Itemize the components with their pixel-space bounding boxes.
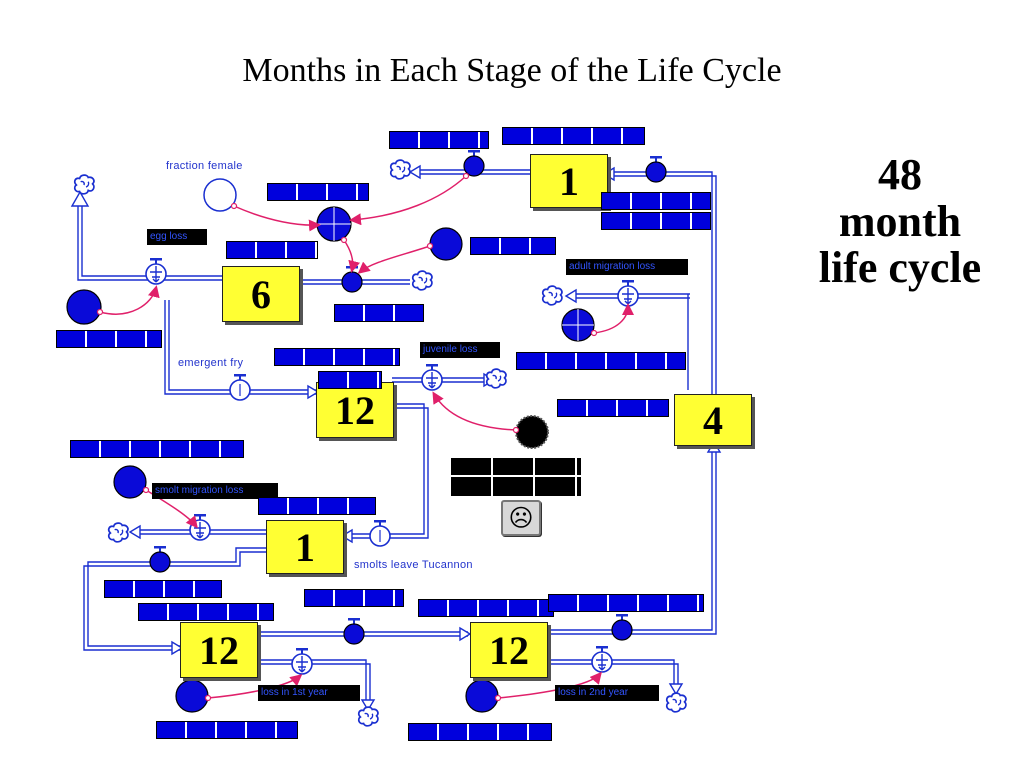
egg-survival-converter[interactable]: [429, 227, 463, 261]
display-bar: [601, 192, 711, 210]
display-bar: [502, 127, 645, 145]
cloud-adult-loss-icon: [541, 285, 563, 306]
display-bar: [557, 399, 669, 417]
display-bar: [304, 589, 404, 607]
stock-fry-months: 12: [335, 387, 375, 433]
juvenile-loss-rate-converter[interactable]: [515, 415, 549, 449]
cloud-spawn-icon: [389, 159, 411, 180]
label-smolts-leave-tucannon: smolts leave Tucannon: [354, 559, 473, 571]
display-bar: [104, 580, 222, 598]
display-bar: [274, 348, 400, 366]
valve-ocean-transfer-icon[interactable]: [343, 618, 365, 645]
label-loss-1st-year: loss in 1st year: [258, 685, 360, 701]
fraction-female-converter[interactable]: [203, 178, 237, 212]
display-bar: [226, 241, 318, 259]
valve-loss2-icon[interactable]: [591, 646, 613, 673]
loss1-rate-converter[interactable]: [175, 679, 209, 713]
stock-adults-months: 4: [703, 397, 723, 443]
display-bar: [138, 603, 274, 621]
cloud-smolt-loss-icon: [107, 522, 129, 543]
summary-life-cycle: life cycle: [818, 243, 982, 293]
cloud-loss2-icon: [665, 692, 687, 713]
stock-eggs[interactable]: 6: [222, 266, 300, 322]
stock-fry[interactable]: 12: [316, 382, 394, 438]
valve-adult-upstream-icon[interactable]: [645, 156, 667, 183]
loss2-rate-converter[interactable]: [465, 679, 499, 713]
valve-loss1-icon[interactable]: [291, 648, 313, 675]
stock-ocean1-months: 12: [199, 627, 239, 673]
label-adult-migration-loss: adult migration loss: [566, 259, 688, 275]
display-bar: [267, 183, 369, 201]
label-loss-2nd-year: loss in 2nd year: [555, 685, 659, 701]
valve-juvenile-loss-icon[interactable]: [421, 364, 443, 391]
valve-adult-loss-icon[interactable]: [617, 280, 639, 307]
egg-loss-rate-converter[interactable]: [66, 289, 102, 325]
valve-smolt-loss-icon[interactable]: [189, 514, 211, 541]
display-bar: [601, 212, 711, 230]
connector-origins: [96, 172, 598, 702]
control-panel: [450, 457, 582, 497]
label-smolt-migration-loss: smolt migration loss: [152, 483, 278, 499]
display-bar: [408, 723, 552, 741]
stock-ocean-year1[interactable]: 12: [180, 622, 258, 678]
stock-ocean-year2[interactable]: 12: [470, 622, 548, 678]
stock-smolts-months: 1: [295, 524, 315, 570]
cloud-egg-source-icon: [411, 270, 433, 291]
display-bar: [56, 330, 162, 348]
stock-adults-ocean[interactable]: 4: [674, 394, 752, 446]
sad-face-icon[interactable]: ☹: [501, 500, 541, 536]
label-fraction-female: fraction female: [166, 160, 243, 172]
summary-months-number: 48: [878, 150, 922, 199]
valve-egg-loss-icon[interactable]: [145, 258, 167, 285]
stock-ocean2-months: 12: [489, 627, 529, 673]
display-bar: [318, 371, 382, 389]
cloud-juvenile-loss-icon: [485, 368, 507, 389]
display-bar: [70, 440, 244, 458]
display-bar: [334, 304, 424, 322]
stock-smolts[interactable]: 1: [266, 520, 344, 574]
stock-spawners[interactable]: 1: [530, 154, 608, 208]
display-bar: [389, 131, 489, 149]
stock-eggs-months: 6: [251, 271, 271, 317]
valve-emergent-fry-icon[interactable]: [229, 374, 251, 401]
life-cycle-summary: 48 month life cycle: [790, 150, 1010, 293]
label-juvenile-loss: juvenile loss: [420, 342, 500, 358]
converters: [66, 178, 595, 713]
display-bar: [470, 237, 556, 255]
cloud-loss1-icon: [357, 706, 379, 727]
display-bar: [258, 497, 376, 515]
display-bar: [516, 352, 686, 370]
valve-ocean-entry-icon[interactable]: [149, 546, 171, 573]
display-bar: [156, 721, 298, 739]
stock-spawners-months: 1: [559, 158, 579, 204]
display-bar: [418, 599, 554, 617]
valve-smolts-leave-icon[interactable]: [369, 520, 391, 547]
label-egg-loss: egg loss: [147, 229, 207, 245]
smolt-loss-rate-converter[interactable]: [113, 465, 147, 499]
label-emergent-fry: emergent fry: [178, 357, 244, 369]
valve-spawning-icon[interactable]: [463, 150, 485, 177]
valve-return-icon[interactable]: [611, 614, 633, 641]
cloud-egg-loss-icon: [73, 174, 95, 195]
summary-month-word: month: [838, 196, 962, 246]
display-bar: [548, 594, 704, 612]
page-title: Months in Each Stage of the Life Cycle: [242, 52, 782, 89]
